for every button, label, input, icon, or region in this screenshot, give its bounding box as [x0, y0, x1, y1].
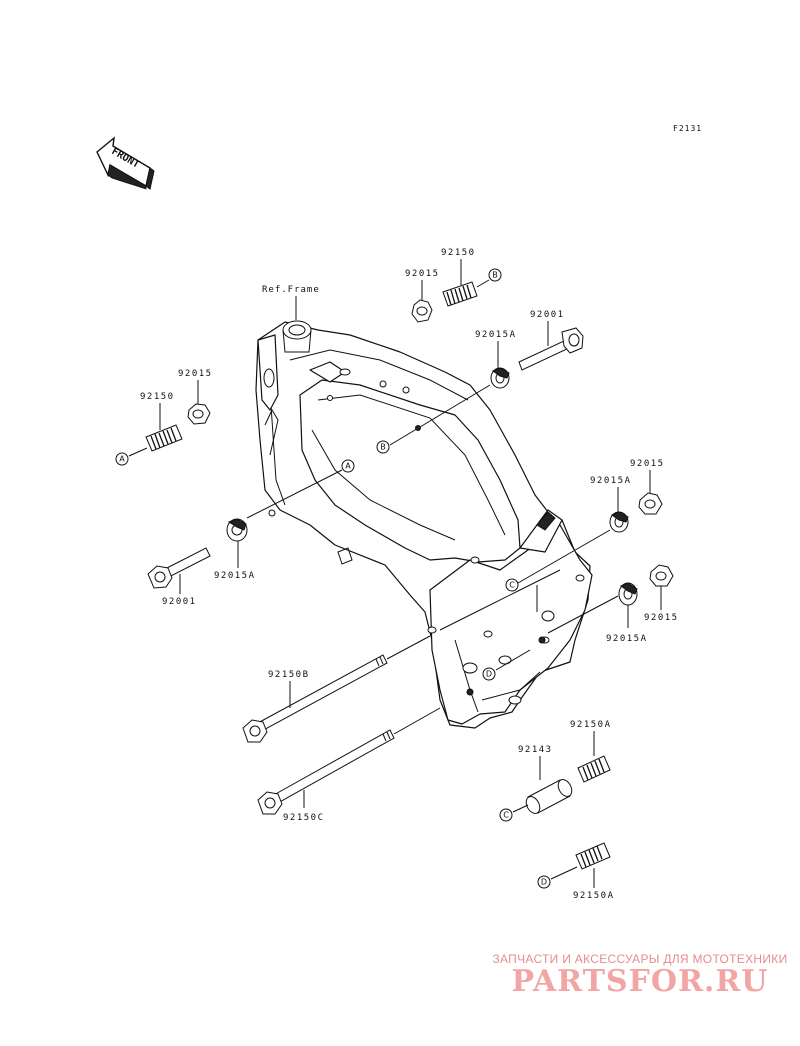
front-arrow-icon: FRONT	[96, 136, 155, 190]
callout-c-frame: C	[505, 578, 519, 592]
collar-left	[226, 518, 248, 542]
nut-right-lower	[649, 564, 674, 587]
collar-top	[490, 367, 510, 389]
stud-a-lower	[575, 842, 611, 870]
callout-d-frame: D	[482, 667, 496, 681]
stud-top	[442, 281, 478, 307]
svg-text:D: D	[541, 878, 547, 887]
pn-left-collar: 92015A	[214, 571, 256, 581]
callout-a-left: A	[115, 452, 129, 466]
bolt-left	[147, 547, 211, 589]
motorcycle-frame	[255, 320, 593, 729]
pn-left-nut: 92015	[178, 369, 213, 379]
stud-left	[145, 424, 183, 452]
callout-a-frame: A	[341, 459, 355, 473]
svg-text:A: A	[345, 462, 351, 471]
callout-c-lower: C	[499, 808, 513, 822]
pn-spacer: 92143	[518, 745, 553, 755]
callout-b-top: B	[488, 268, 502, 282]
pn-long-bolt-b: 92150B	[268, 670, 310, 680]
watermark-logo: PARTSFOR.RU	[511, 964, 769, 999]
spacer	[525, 779, 573, 814]
pn-right-nut-lower: 92015	[644, 613, 679, 623]
pn-long-bolt-c: 92150C	[283, 813, 325, 823]
callout-d-lower: D	[537, 875, 551, 889]
svg-text:C: C	[503, 811, 509, 820]
watermark-tagline: ЗАПЧАСТИ И АКСЕССУАРЫ ДЛЯ МОТОТЕХНИКИ	[492, 952, 788, 966]
svg-text:B: B	[492, 271, 498, 280]
pn-top-nut: 92015	[405, 269, 440, 279]
pn-left-bolt: 92001	[162, 597, 197, 607]
pn-right-collar-upper: 92015A	[590, 476, 632, 486]
pn-right-collar-lower: 92015A	[606, 634, 648, 644]
pn-left-stud: 92150	[140, 392, 175, 402]
pn-top-bolt: 92001	[530, 310, 565, 320]
collar-right-lower	[618, 582, 638, 606]
nut-top	[411, 299, 433, 323]
pn-top-stud: 92150	[441, 248, 476, 258]
pn-top-collar: 92015A	[475, 330, 517, 340]
long-bolt-b	[242, 654, 388, 743]
pn-stud-a-lower: 92150A	[573, 891, 615, 901]
diagram-code: F2131	[673, 124, 702, 133]
svg-text:B: B	[380, 443, 386, 452]
long-bolt-c	[257, 729, 395, 815]
ref-frame-label: Ref.Frame	[262, 285, 320, 295]
bolt-top	[518, 327, 584, 371]
nut-left	[187, 403, 211, 425]
nut-right-upper	[638, 492, 663, 515]
pn-stud-a-upper: 92150A	[570, 720, 612, 730]
callout-b-frame: B	[376, 440, 390, 454]
collar-right-upper	[609, 511, 629, 533]
pn-right-nut-upper: 92015	[630, 459, 665, 469]
svg-text:C: C	[509, 581, 515, 590]
stud-a-upper	[577, 755, 611, 783]
svg-text:A: A	[119, 455, 125, 464]
svg-text:D: D	[486, 670, 492, 679]
